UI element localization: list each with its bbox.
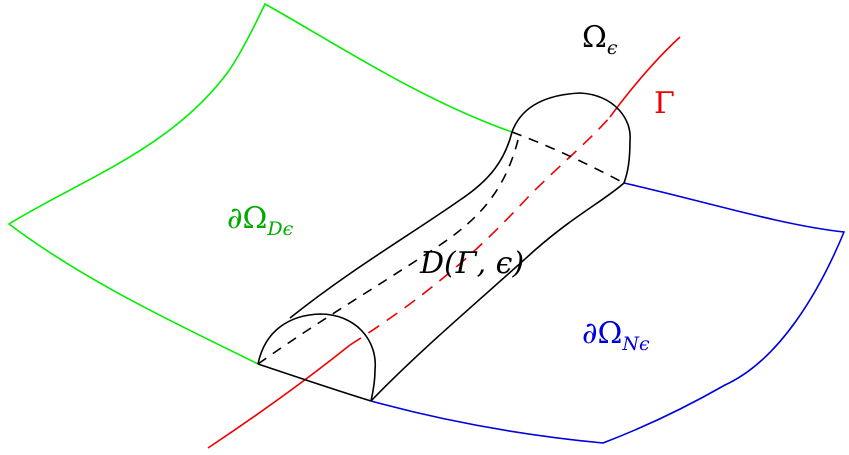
- boundary-n-label: ∂ΩNϵ: [582, 316, 650, 355]
- label-boundary-n: ∂ΩNϵ: [582, 316, 650, 355]
- tube-neighborhood: [257, 92, 631, 402]
- label-omega-epsilon: Ωϵ: [582, 20, 618, 59]
- boundary-d-label: ∂ΩDϵ: [227, 201, 294, 240]
- label-boundary-d: ∂ΩDϵ: [227, 201, 294, 240]
- blue-boundary-surface: [370, 182, 846, 444]
- green-boundary-surface: [7, 2, 513, 365]
- label-gamma: Γ: [654, 86, 675, 121]
- tube-label: D(Γ, ϵ): [419, 246, 524, 281]
- gamma-label: Γ: [654, 86, 675, 121]
- omega-epsilon-label: Ωϵ: [582, 20, 618, 59]
- label-tube: D(Γ, ϵ): [419, 246, 524, 281]
